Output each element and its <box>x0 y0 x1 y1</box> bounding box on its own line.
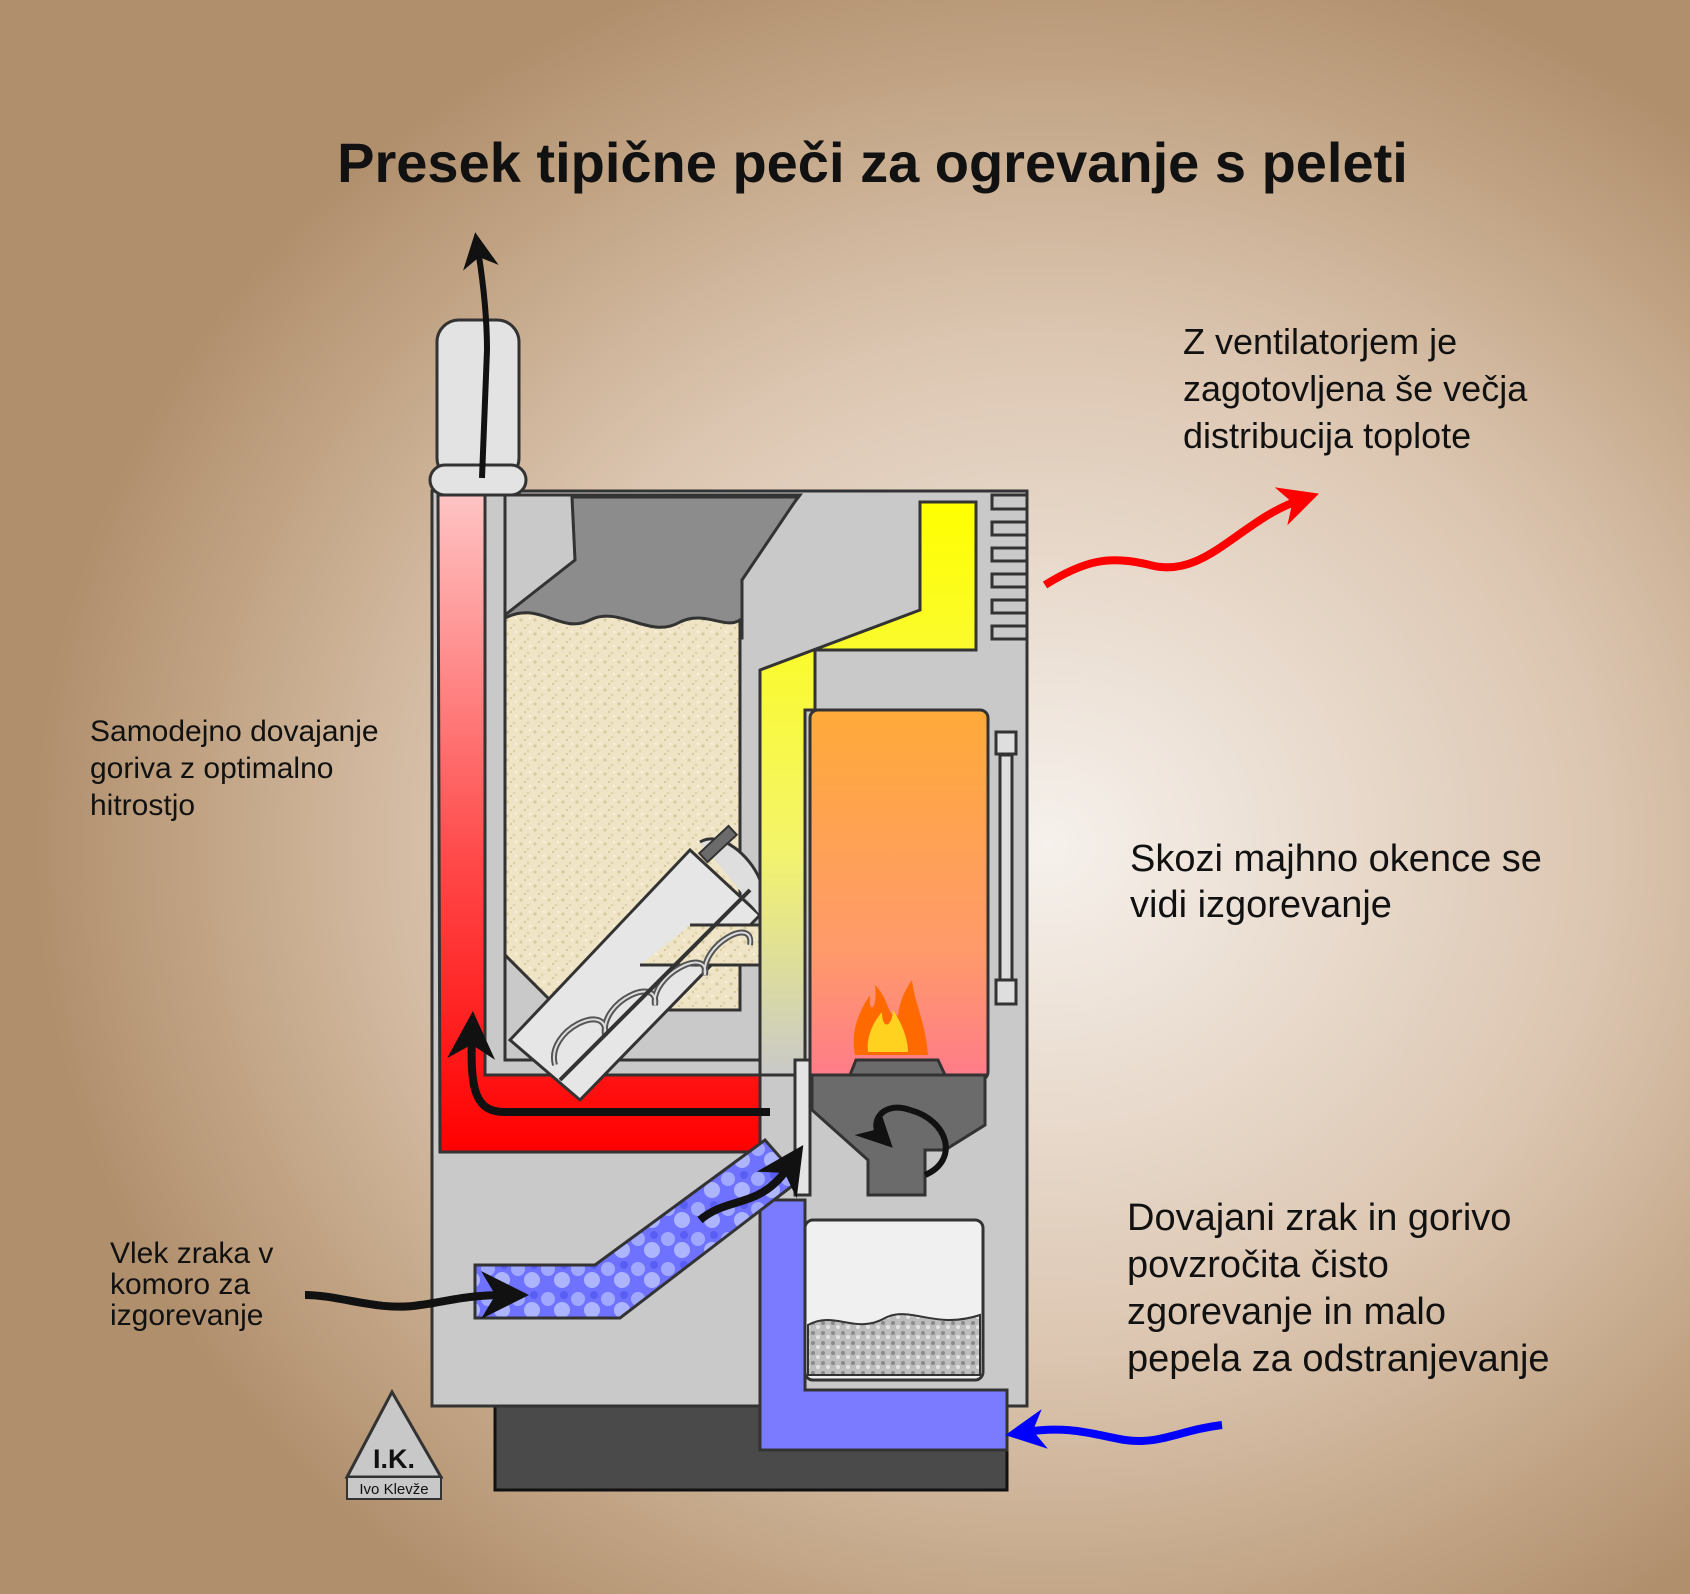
draft-flow-arrow <box>697 1145 804 1224</box>
chimney-collar <box>428 463 528 497</box>
ash <box>807 1313 981 1376</box>
diagram-title: Presek tipične peči za ogrevanje s pelet… <box>337 131 1408 194</box>
label-ventilator: Z ventilatorjem je zagotovljena še večja… <box>1183 321 1528 456</box>
air-in-arrow <box>304 1271 529 1320</box>
heat-exchanger-fins <box>990 493 1027 641</box>
label-feeding: Samodejno dovajanje goriva z optimalno h… <box>90 715 379 822</box>
label-window: Skozi majhno okence se vidi izgorevanje <box>1130 838 1542 926</box>
author-logo: I.K. Ivo Klevže <box>344 1388 444 1500</box>
exhaust-arrow <box>463 232 499 479</box>
label-clean-burn: Dovajani zrak in gorivo povzročita čisto… <box>1127 1197 1550 1380</box>
sight-window <box>994 730 1018 1006</box>
circulation-arrow <box>909 1107 949 1178</box>
air-intake-arrow <box>1005 1409 1223 1449</box>
flue-flow-arrow <box>447 1011 770 1116</box>
flame-icon <box>853 980 928 1055</box>
logo-initials: I.K. <box>373 1444 415 1474</box>
label-air-draft: Vlek zraka v komoro za izgorevanje <box>110 1237 274 1332</box>
heat-distribution-arrow <box>1042 487 1319 589</box>
warm-air-duct <box>758 500 978 1077</box>
auger-feed <box>507 824 772 1103</box>
air-intake-channel <box>758 1198 1009 1452</box>
chimney <box>435 318 521 482</box>
logo-author: Ivo Klevže <box>359 1481 428 1498</box>
